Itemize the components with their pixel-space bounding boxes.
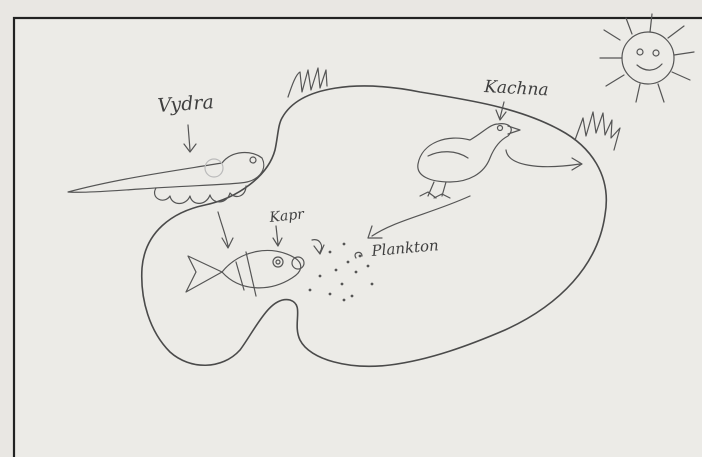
otter-label: Vydra — [157, 91, 215, 117]
duck-label: Kachna — [483, 77, 549, 100]
